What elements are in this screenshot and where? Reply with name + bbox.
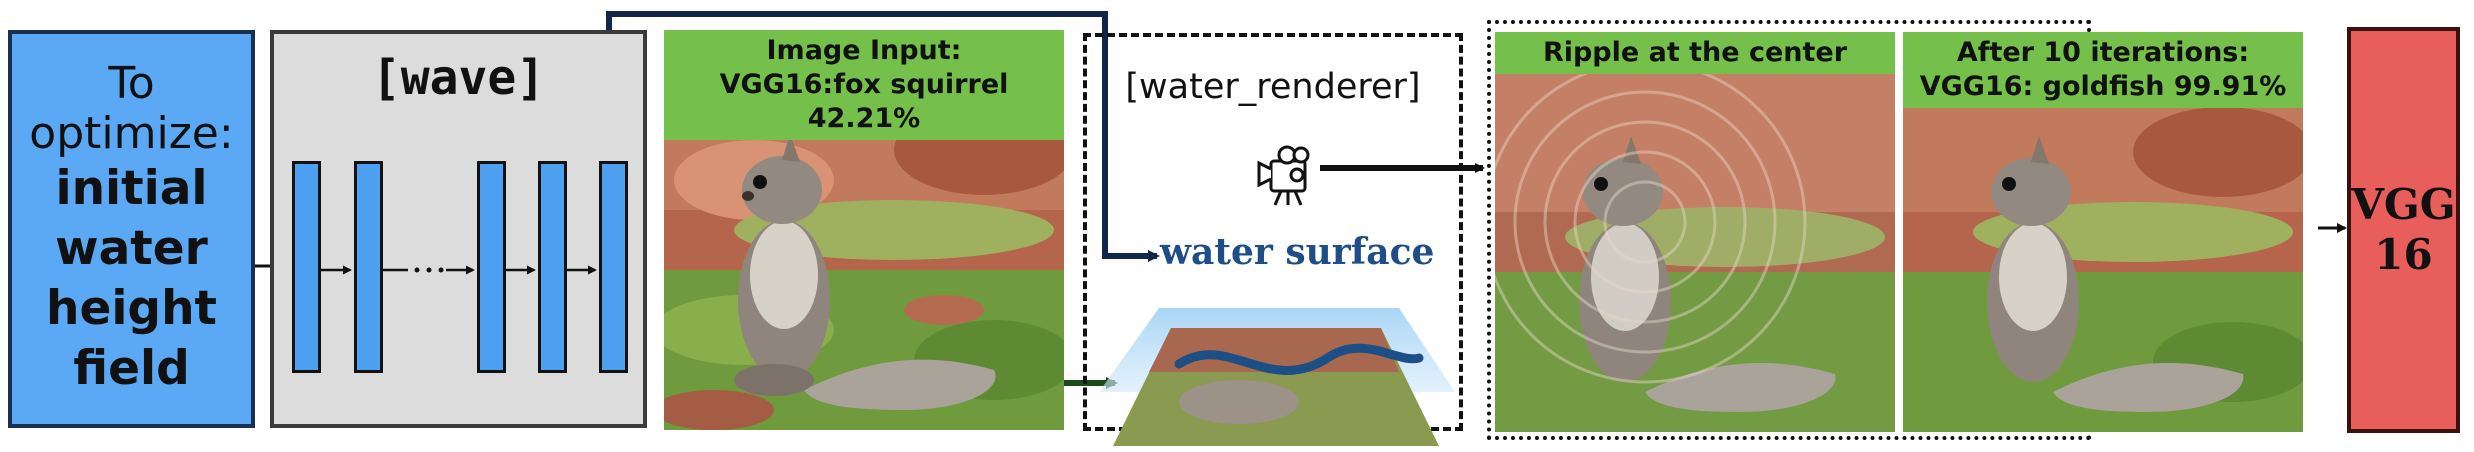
- wave-network-box: [wave]: [270, 30, 647, 428]
- water-surface-label: water surface: [1160, 231, 1435, 273]
- optimize-bold-4: field: [73, 341, 190, 396]
- ellipsis-dot: [426, 267, 432, 273]
- optimize-line-1: To: [108, 58, 155, 109]
- ellipsis-dot: [438, 267, 444, 273]
- result-label-line-2: VGG16: goldfish 99.91%: [1919, 71, 2287, 102]
- network-layer: [477, 161, 506, 373]
- ripple-image-label: Ripple at the center: [1495, 32, 1895, 74]
- output-images-box: Ripple at the center After 10 iterations…: [1487, 20, 2303, 440]
- water-renderer-box: [water_renderer]: [1083, 33, 1463, 446]
- ripple-squirrel-image: [1495, 32, 1895, 432]
- vgg-line-1: VGG: [2351, 180, 2456, 229]
- ellipsis-dot: [414, 267, 420, 273]
- network-layer: [354, 161, 383, 373]
- network-layer: [292, 161, 321, 373]
- camera-icon: [1257, 145, 1310, 206]
- result-image-panel: After 10 iterations: VGG16: goldfish 99.…: [1903, 32, 2303, 432]
- water-surface-plane: [1099, 308, 1455, 446]
- optimize-box: To optimize: initial water height field: [8, 30, 255, 428]
- optimize-bold-2: water: [55, 221, 208, 276]
- result-image-label: After 10 iterations: VGG16: goldfish 99.…: [1903, 32, 2303, 108]
- renderer-title: [water_renderer]: [1125, 67, 1421, 107]
- input-label-line-2: VGG16:fox squirrel 42.21%: [719, 69, 1009, 134]
- optimize-bold-3: height: [45, 281, 218, 336]
- layer-connectors: [321, 265, 597, 275]
- vgg-line-2: 16: [2374, 230, 2433, 279]
- wave-title: [wave]: [371, 50, 546, 106]
- optimize-line-2: optimize:: [29, 108, 234, 159]
- result-label-line-1: After 10 iterations:: [1956, 37, 2250, 68]
- input-image-panel: Image Input: VGG16:fox squirrel 42.21%: [664, 30, 1064, 430]
- input-label-line-1: Image Input:: [766, 35, 962, 66]
- network-layer: [599, 161, 628, 373]
- optimize-bold-1: initial: [55, 161, 208, 216]
- ripple-image-panel: Ripple at the center: [1495, 32, 1895, 432]
- input-image-label: Image Input: VGG16:fox squirrel 42.21%: [664, 30, 1064, 140]
- vgg16-box: VGG 16: [2347, 27, 2460, 433]
- network-layer: [538, 161, 567, 373]
